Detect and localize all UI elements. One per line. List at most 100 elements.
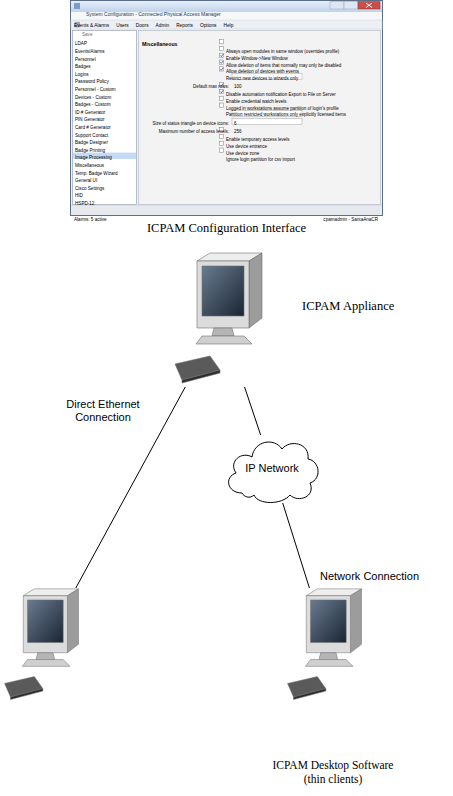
option-label: Enable credential watch levels — [226, 99, 287, 104]
computer-part — [196, 336, 252, 344]
computer-icon — [285, 588, 370, 703]
checkboxes — [220, 40, 224, 153]
computer-part — [305, 660, 353, 667]
computer-icon — [172, 252, 272, 387]
window-frame — [71, 1, 383, 216]
text-slot: Enable Window->New Window — [226, 46, 288, 64]
computer-node: ICPAM Desktop Software (thin clients) — [267, 588, 399, 788]
text-slot: Enable temporary access levels — [226, 127, 290, 145]
nav-item: PIN Generator — [75, 117, 105, 123]
computer-part — [11, 689, 43, 700]
nav-item: Badges - Custom — [75, 102, 111, 108]
text-slot: Allow deletion of items that normally ma… — [226, 53, 341, 71]
nav-item: HSPD-12 — [75, 201, 94, 207]
text-slot: LDAP — [75, 31, 87, 49]
nav-item: Personnel — [75, 57, 96, 63]
nav-item: Miscellaneous — [75, 163, 104, 169]
computer-part — [294, 689, 326, 700]
menu-item: Options — [200, 23, 217, 29]
text-slot: Save — [82, 22, 92, 40]
option-label: Enable temporary access levels — [226, 137, 290, 142]
field-value: 100 — [234, 84, 242, 89]
text-slot: Network Connection — [318, 566, 421, 584]
text-slot: cpamadmin - SantaAnaCR — [323, 207, 378, 225]
computer-label: ICPAM Appliance — [302, 299, 394, 314]
field-value: 256 — [234, 129, 242, 134]
text-slot: PIN Generator — [75, 107, 105, 125]
menu-item: Reports — [176, 23, 193, 29]
text-slot: Use device entrance — [226, 134, 267, 152]
computer-part — [319, 653, 338, 660]
text-slot: Use device zone — [226, 141, 259, 159]
text-slot: Disable automation notification Export t… — [226, 82, 336, 100]
nav-item: Card # Generator — [75, 125, 111, 131]
computer-part — [306, 596, 350, 653]
option-label: Disable automation notification Export t… — [226, 92, 336, 97]
status-text: cpamadmin - SantaAnaCR — [323, 217, 378, 223]
text-slot: Users — [116, 13, 129, 31]
text-slot: Logged in workstations assume partition … — [226, 96, 339, 114]
text-slot: Maximum number of access levels: — [159, 119, 229, 137]
text-slot: Admin — [156, 13, 170, 31]
computer-part — [28, 600, 64, 643]
computer-label: ICPAM Desktop Software (thin clients) — [267, 759, 399, 787]
menu-item: Users — [116, 23, 129, 29]
computer-part — [350, 589, 361, 653]
nav-item: General UI — [75, 178, 97, 184]
text-slot: HID — [75, 183, 83, 201]
text-slot: Reports — [176, 13, 193, 31]
nav-item: Events/Alarms — [75, 49, 105, 55]
option-label: Use device zone — [226, 151, 259, 156]
menu-item: Doors — [136, 23, 149, 29]
text-slot: Alarms: 5 active — [74, 207, 107, 225]
nav-item: Image Processing — [75, 155, 112, 161]
text-slot: System Configuration - Connected Physica… — [86, 2, 221, 20]
text-slot: Badge Designer — [75, 130, 108, 148]
cloud-shape — [229, 442, 318, 502]
text-slot: ID # Generator — [75, 100, 105, 118]
text-slot: Events & Alarms — [74, 13, 109, 31]
nav-item: Support Contact — [75, 133, 108, 139]
nav-item: Personnel - Custom — [75, 87, 116, 93]
option-label: Restrict new devices to wizards only — [226, 76, 298, 81]
text-slot: Personnel — [75, 47, 96, 65]
nav-item: HID — [75, 193, 83, 199]
nav-item: Badge Printing — [75, 148, 105, 154]
text-slot: Enable credential watch levels — [226, 89, 287, 107]
network-link — [245, 387, 261, 435]
option-label: Always open modules in same window (over… — [226, 49, 339, 54]
text-slot: ICPAM Desktop Software (thin clients) — [267, 759, 399, 787]
nav-item: Badges — [75, 64, 91, 70]
computer-part — [212, 328, 234, 336]
text-slot: Temp. Badge Wizard — [75, 161, 118, 179]
text-slot: Badges - Custom — [75, 92, 111, 110]
text-slot: Restrict new devices to wizards only — [226, 66, 298, 84]
computer-part — [67, 589, 78, 653]
text-slot: Logins — [75, 62, 89, 80]
nav-item: Password Policy — [75, 79, 109, 85]
field-label: Size of status triangle on device icons: — [152, 121, 229, 126]
option-label: Allow deletion of items that normally ma… — [226, 63, 341, 68]
figure-caption: ICPAM Configuration Interface — [70, 221, 383, 236]
link-label: Network Connection — [318, 570, 421, 583]
nav-item: Cisco Settings — [75, 186, 104, 192]
text-slot: Devices - Custom — [75, 85, 111, 103]
text-slot: IP Network — [222, 435, 322, 503]
network-link — [283, 503, 310, 588]
text-slot: Partition restricted workstations only e… — [226, 102, 346, 120]
option-label: Logged in workstations assume partition … — [226, 106, 339, 111]
text-slot: Doors — [136, 13, 149, 31]
option-label: Enable Window->New Window — [226, 56, 288, 61]
computer-part — [249, 253, 262, 328]
computer-part — [311, 600, 347, 643]
text-slot: 6 — [234, 111, 237, 129]
text-slot: Default max rows: — [193, 74, 229, 92]
text-slot: 100 — [234, 74, 242, 92]
menu-item: Admin — [156, 23, 170, 29]
computer-part — [197, 261, 249, 328]
computer-part — [36, 653, 55, 660]
text-slot: Card # Generator — [75, 115, 111, 133]
computer-icon — [2, 588, 87, 703]
text-slot: Miscellaneous — [142, 32, 177, 50]
